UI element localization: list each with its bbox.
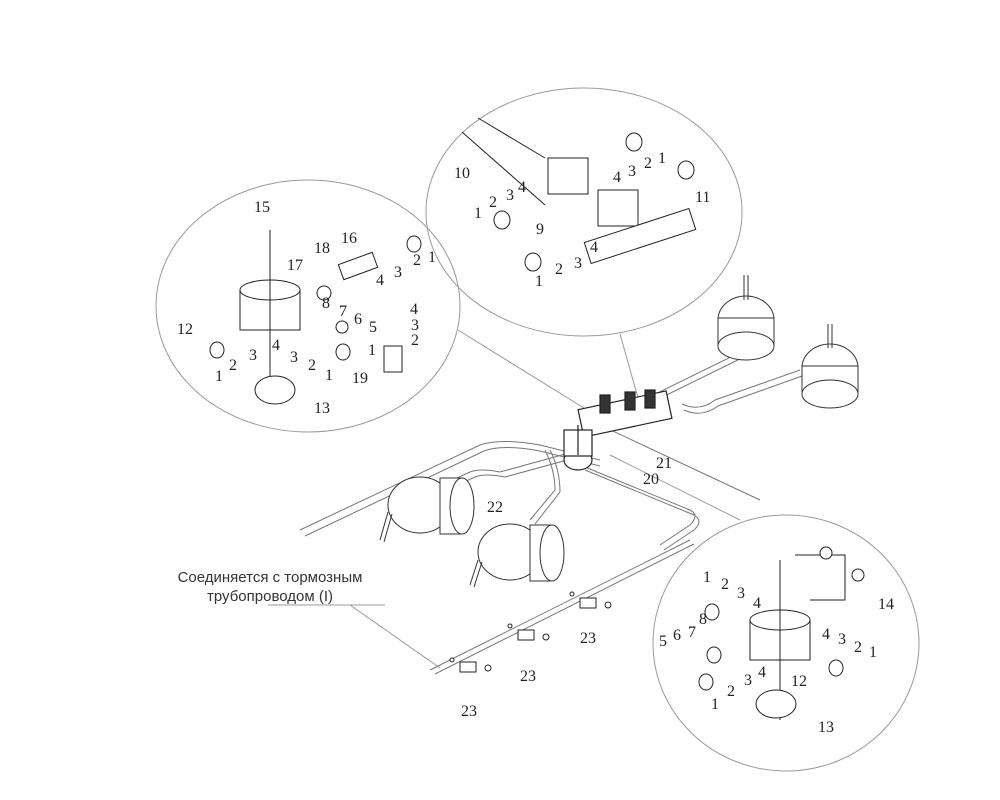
- part-label: 3: [574, 255, 582, 272]
- pipeline-lower: [429, 539, 691, 671]
- part-label: 21: [656, 455, 672, 472]
- part-label: 1: [658, 150, 666, 167]
- part-label: 13: [314, 400, 330, 417]
- bottom-right-circle-parts: [698, 546, 865, 720]
- part-label: 3: [838, 631, 846, 648]
- part-label: 13: [818, 719, 834, 736]
- part-label: 1: [869, 644, 877, 661]
- part-label: 1: [535, 273, 543, 290]
- part-label: 2: [308, 357, 316, 374]
- part-label: 1: [711, 696, 719, 713]
- part-label: 1: [368, 342, 376, 359]
- part-label: 6: [673, 627, 681, 644]
- part-label: 2: [854, 639, 862, 656]
- part-label: 7: [688, 624, 696, 641]
- part-label: 4: [758, 664, 766, 681]
- part-label: 3: [411, 317, 419, 334]
- part-label: 4: [590, 239, 598, 256]
- part-label: 4: [822, 626, 830, 643]
- part-label: 15: [254, 199, 270, 216]
- part-label: 23: [461, 703, 477, 720]
- clamp-23-b: [507, 623, 550, 641]
- part-label: 2: [229, 357, 237, 374]
- part-label: 2: [413, 252, 421, 269]
- part-label: 17: [287, 257, 303, 274]
- part-label: 1: [215, 368, 223, 385]
- part-label: 12: [791, 673, 807, 690]
- part-label: 4: [518, 179, 526, 196]
- part-label: 9: [536, 221, 544, 238]
- brake-chamber-4: [801, 324, 859, 409]
- part-label: 3: [737, 585, 745, 602]
- detail-circle-left: [155, 179, 461, 433]
- part-label: 2: [644, 155, 652, 172]
- part-label: 2: [555, 261, 563, 278]
- part-label: 1: [428, 249, 436, 266]
- clamp-23-a: [449, 657, 492, 673]
- valve-block-assembly: [563, 389, 673, 471]
- part-label: 3: [744, 672, 752, 689]
- pipeline-main: [299, 441, 601, 531]
- part-label: 2: [721, 576, 729, 593]
- part-label: 2: [489, 194, 497, 211]
- brake-chamber-1: [379, 476, 475, 543]
- part-label: 12: [177, 321, 193, 338]
- part-label: 23: [520, 668, 536, 685]
- top-circle-parts: [461, 117, 697, 272]
- part-label: 4: [613, 169, 621, 186]
- brake-chamber-2: [469, 523, 565, 588]
- part-label: 3: [249, 347, 257, 364]
- brake-chamber-group: [379, 275, 859, 588]
- part-label: 5: [369, 319, 377, 336]
- part-label: 1: [474, 205, 482, 222]
- caption-line-2: трубопроводом (I): [207, 588, 333, 605]
- detail-circle-top: [425, 87, 743, 337]
- part-label: 1: [703, 569, 711, 586]
- part-label: 4: [410, 301, 418, 318]
- part-label: 22: [487, 499, 503, 516]
- left-circle-parts: [209, 230, 422, 405]
- part-label: 6: [354, 311, 362, 328]
- clamp-23-c: [569, 591, 612, 609]
- pipeline-connection-caption: Соединяется с тормозным трубопроводом (I…: [150, 568, 390, 606]
- part-label: 3: [506, 187, 514, 204]
- part-label: 5: [659, 633, 667, 650]
- part-label: 4: [272, 337, 280, 354]
- part-label: 18: [314, 240, 330, 257]
- part-label: 8: [699, 611, 707, 628]
- part-label: 4: [753, 595, 761, 612]
- part-label: 1: [325, 367, 333, 384]
- part-label: 14: [878, 596, 894, 613]
- part-label: 19: [352, 370, 368, 387]
- part-label: 8: [322, 295, 330, 312]
- part-label: 3: [290, 349, 298, 366]
- caption-line-1: Соединяется с тормозным: [177, 569, 363, 586]
- part-label: 20: [643, 471, 659, 488]
- part-label: 16: [341, 230, 357, 247]
- brake-chamber-3: [717, 275, 775, 361]
- detail-circle-bottom-right: [652, 514, 920, 772]
- part-label: 7: [339, 303, 347, 320]
- part-label: 2: [411, 332, 419, 349]
- part-label: 2: [727, 683, 735, 700]
- part-label: 11: [695, 189, 711, 206]
- part-label: 23: [580, 630, 596, 647]
- part-label: 4: [376, 272, 384, 289]
- part-label: 10: [454, 165, 470, 182]
- part-label: 3: [394, 264, 402, 281]
- part-label: 3: [628, 163, 636, 180]
